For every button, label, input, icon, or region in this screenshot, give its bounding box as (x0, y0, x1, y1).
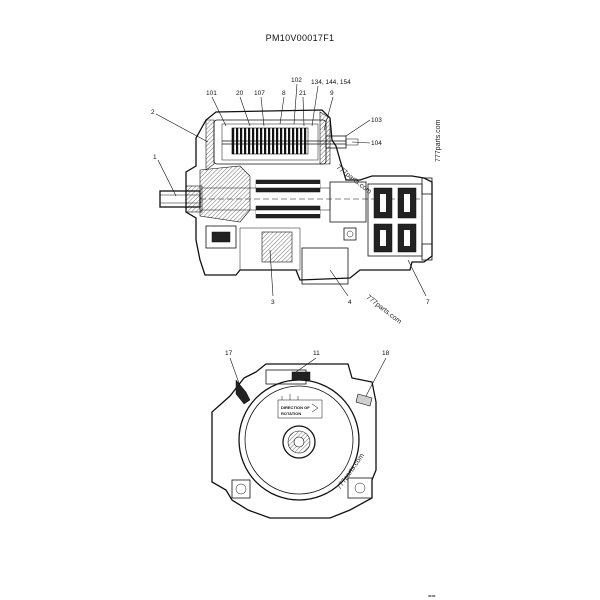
watermark: 777parts.com (336, 452, 366, 491)
mount-ear-left (231, 479, 251, 499)
callout-18: 18 (382, 350, 390, 357)
callout-101: 101 (206, 90, 217, 97)
watermark: 777parts.com (365, 294, 403, 326)
callout-104: 104 (371, 140, 382, 147)
section-callouts: 1 2 101 20 107 8 102 21 134, 144, 154 9 … (151, 77, 430, 306)
end-view: DIRECTION OF ROTATION (211, 363, 377, 519)
watermark: 777parts.com (335, 164, 373, 196)
rotation-plate-line-1: DIRECTION OF (281, 405, 310, 410)
callout-107: 107 (254, 90, 265, 97)
end-callouts: 17 11 18 (225, 350, 390, 357)
rotation-plate (277, 399, 323, 419)
callout-102: 102 (291, 77, 302, 84)
callout-11: 11 (313, 350, 320, 357)
port-block (329, 181, 367, 223)
drawing-code: PM10V00017F1 (265, 33, 335, 43)
callout-20: 20 (236, 90, 244, 97)
gear-pump (367, 183, 423, 257)
swash-plate (199, 165, 251, 223)
callout-3: 3 (271, 299, 275, 306)
regulator-bore (221, 123, 319, 161)
rotation-arrow-icon (311, 403, 319, 413)
callout-1: 1 (153, 154, 157, 161)
callout-17: 17 (225, 350, 233, 357)
section-leaders (155, 83, 427, 297)
flange-inner (244, 385, 354, 495)
callout-21: 21 (299, 90, 307, 97)
end-leaders (229, 357, 387, 397)
callout-8: 8 (282, 90, 286, 97)
valve-plate (301, 247, 349, 285)
lower-port (205, 225, 237, 249)
fitting-18 (355, 393, 373, 407)
callout-7: 7 (426, 299, 430, 306)
mount-ear-right (347, 477, 373, 499)
callout-103: 103 (371, 117, 382, 124)
pump-housing (185, 109, 433, 281)
fitting-17 (235, 379, 251, 405)
shaft-bore (282, 425, 316, 459)
end-housing (211, 363, 377, 519)
footer-mark: == (428, 593, 436, 600)
callout-2: 2 (151, 109, 155, 116)
rotation-plate-line-2: ROTATION (281, 411, 301, 416)
callout-4: 4 (348, 299, 352, 306)
callout-134-144-154: 134, 144, 154 (311, 79, 351, 86)
callout-9: 9 (330, 90, 334, 97)
section-view (159, 109, 433, 285)
shaft-seal (185, 185, 203, 213)
watermark: 777parts.com (435, 119, 442, 162)
